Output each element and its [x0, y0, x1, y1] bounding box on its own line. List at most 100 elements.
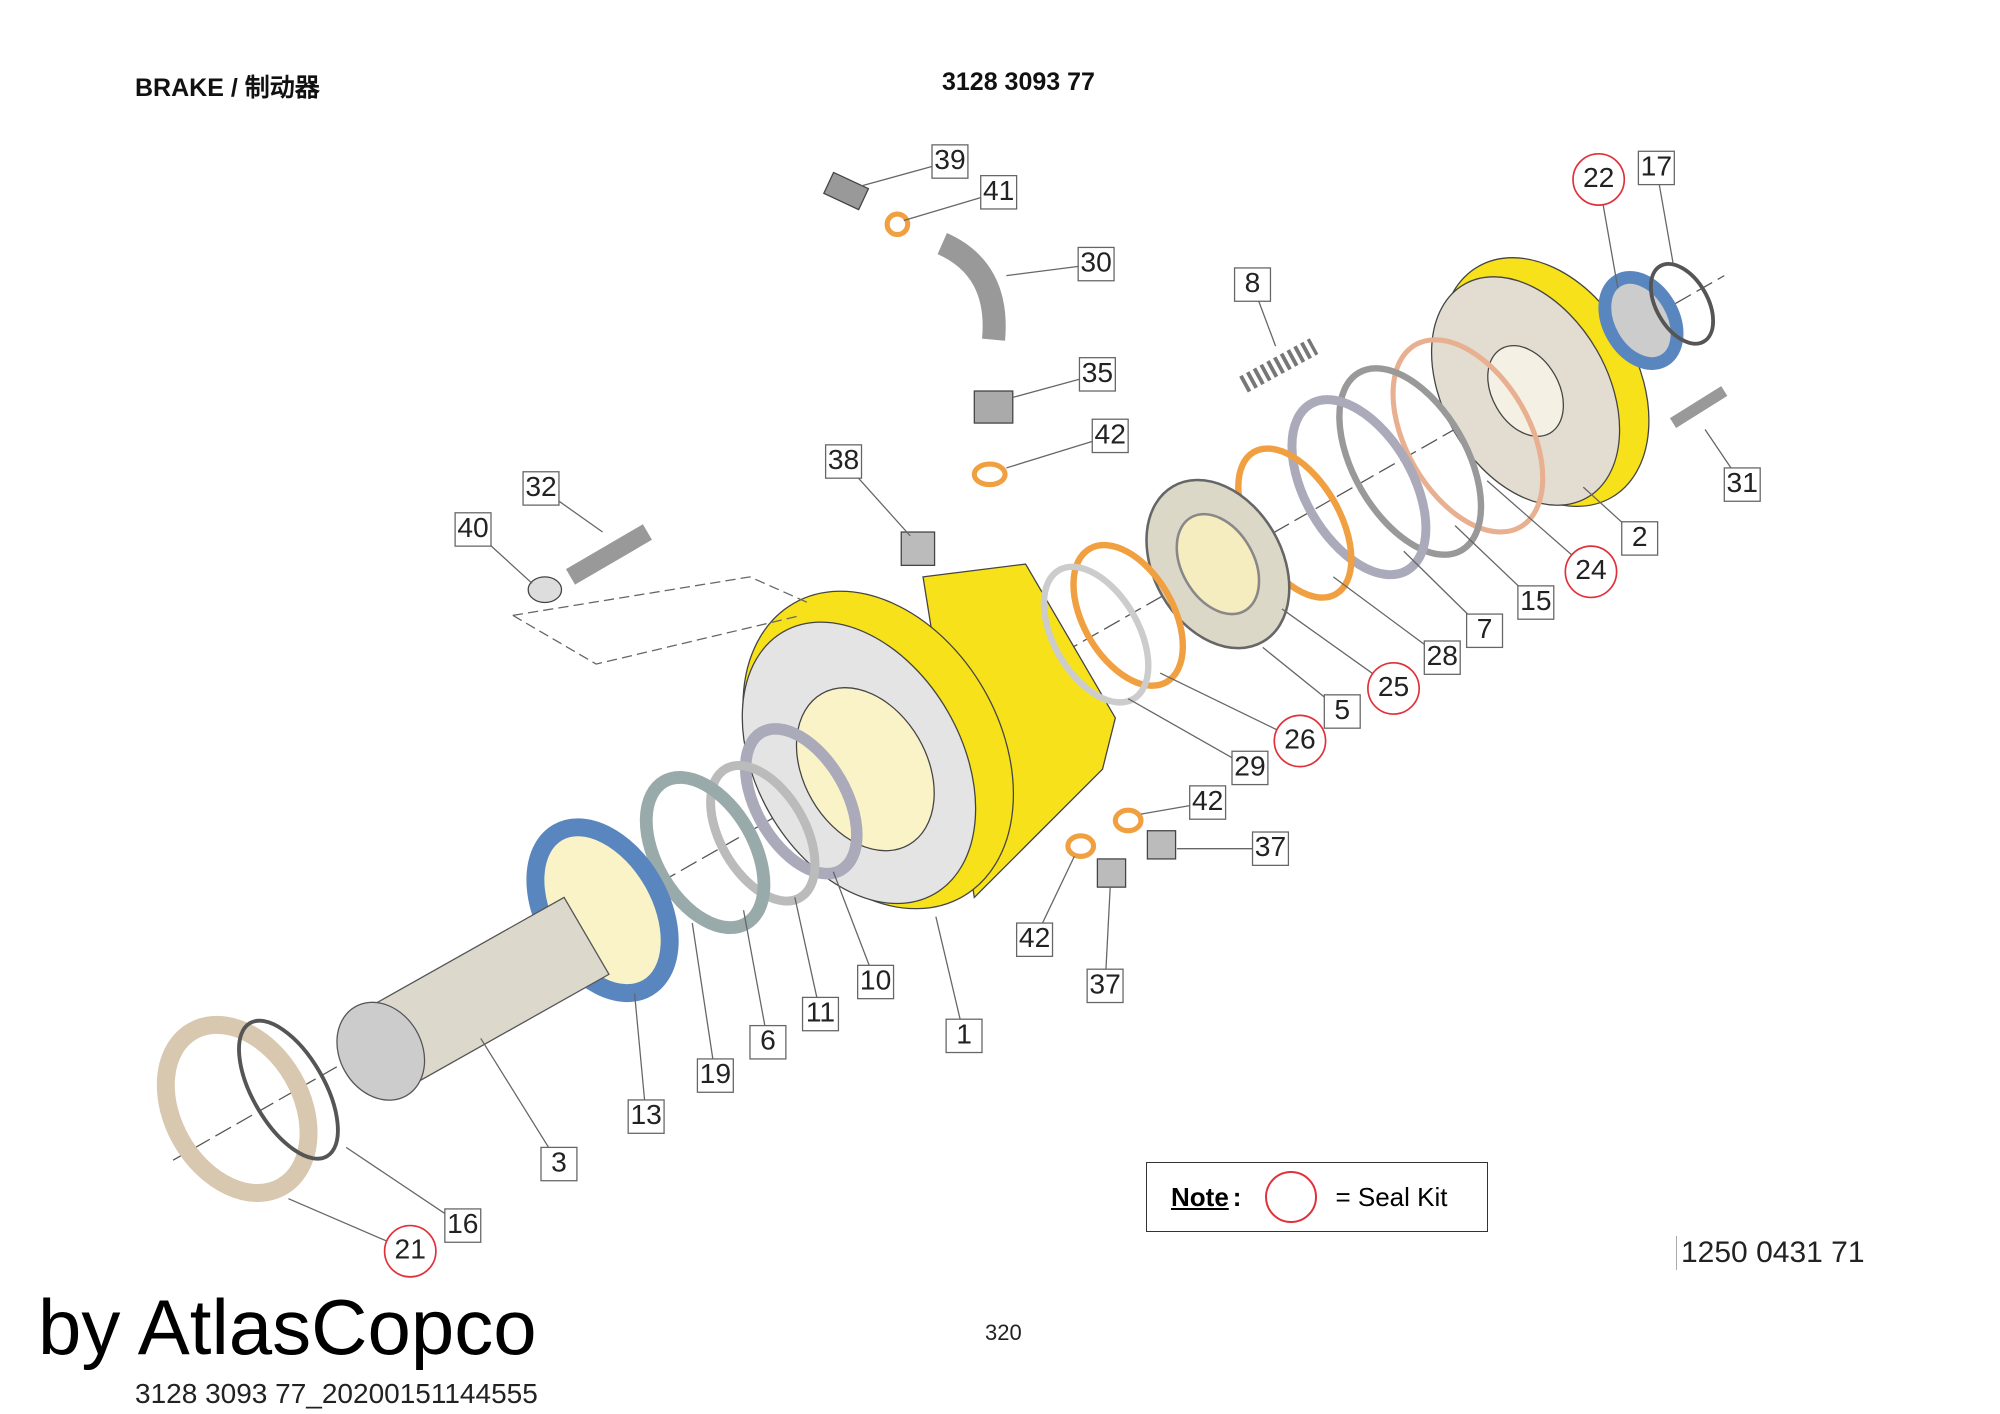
part-callout-32: 32 [525, 470, 556, 502]
label-backdrop [945, 1018, 983, 1054]
seal-kit-circle-icon [1572, 153, 1626, 206]
label-backdrop [454, 512, 492, 547]
seal-21 [156, 1015, 318, 1202]
ring-29 [1040, 563, 1152, 706]
legend-note: Note : = Seal Kit [1146, 1162, 1488, 1232]
part-callout-41: 41 [983, 174, 1014, 206]
label-backdrop [1091, 418, 1129, 454]
ring-15 [1336, 365, 1485, 558]
label-backdrop [1189, 785, 1227, 820]
part-callout-39: 39 [934, 143, 965, 175]
note-colon: : [1232, 1181, 1242, 1212]
part-callout-19: 19 [700, 1057, 731, 1089]
part-callout-35: 35 [1082, 356, 1113, 388]
part-callout-28: 28 [1427, 639, 1458, 671]
label-backdrop [1465, 613, 1504, 649]
leader-line [794, 897, 822, 1015]
part-callout-29: 29 [1234, 749, 1265, 781]
part-callout-11: 11 [806, 996, 835, 1028]
part-callout-31: 31 [1727, 466, 1758, 498]
drawing-part-number: 1250 0431 71 [1676, 1236, 1865, 1270]
plug-37b [1096, 858, 1127, 888]
label-backdrop [1078, 357, 1116, 392]
label-backdrop [1423, 640, 1461, 675]
seal-kit-circle-icon [1265, 1171, 1318, 1223]
part-callout-30: 30 [1080, 246, 1111, 278]
washer-42 [971, 461, 1008, 488]
part-callout-13: 13 [630, 1098, 661, 1130]
washer-42c [1065, 833, 1097, 859]
spring-8 [1239, 338, 1319, 393]
bearing-22 [1598, 271, 1684, 370]
fitting-39 [822, 171, 870, 211]
leader-line [345, 1146, 464, 1227]
bolt-32 [565, 524, 652, 585]
part-callout-2: 2 [1632, 520, 1648, 552]
label-backdrop [522, 471, 560, 506]
label-backdrop [1517, 585, 1555, 620]
seal-kit-circle-icon [1564, 545, 1618, 599]
piston-bore [1175, 512, 1261, 616]
label-backdrop [1723, 467, 1761, 502]
label-backdrop [824, 444, 863, 479]
washer-40 [527, 576, 563, 604]
part-callout-8: 8 [1245, 266, 1261, 298]
brake-housing [741, 563, 1117, 910]
watermark: by AtlasCopco [38, 1283, 537, 1371]
part-callout-17: 17 [1641, 149, 1672, 181]
label-backdrop [696, 1058, 734, 1093]
part-callout-7: 7 [1477, 612, 1493, 644]
disc-10 [739, 723, 863, 880]
part-callout-3: 3 [551, 1146, 567, 1178]
label-backdrop [749, 1024, 787, 1060]
part-callout-42: 42 [1019, 921, 1050, 953]
seal-kit-circle-icon [383, 1224, 437, 1278]
part-callout-6: 6 [760, 1024, 776, 1056]
part-callout-38: 38 [828, 443, 859, 475]
label-backdrop [1323, 694, 1361, 729]
page-number: 320 [985, 1320, 1022, 1345]
leader-line [480, 1038, 560, 1165]
leader-line [935, 916, 965, 1037]
leader-line [691, 922, 716, 1076]
note-text: = Seal Kit [1335, 1181, 1448, 1212]
part-callout-40: 40 [457, 511, 488, 543]
leader-line [742, 910, 769, 1043]
shaft [336, 896, 610, 1101]
oring-26 [1070, 541, 1187, 689]
label-backdrop [1637, 150, 1675, 186]
part-callout-21: 21 [395, 1233, 426, 1265]
label-backdrop [1231, 750, 1269, 786]
leader-line [633, 993, 647, 1117]
part-callout-24: 24 [1575, 553, 1606, 585]
part-callout-37: 37 [1089, 967, 1120, 999]
label-backdrop [1233, 267, 1272, 302]
part-callout-37: 37 [1255, 830, 1286, 862]
footer-code: 3128 3093 77_20200151144555 [135, 1378, 538, 1409]
note-label: Note [1171, 1181, 1229, 1212]
label-backdrop [627, 1099, 665, 1134]
ring-7 [1287, 395, 1431, 580]
plug-37 [1146, 830, 1177, 860]
washer-42b [1112, 807, 1144, 834]
plug-38 [900, 531, 936, 567]
part-callout-42: 42 [1095, 417, 1126, 449]
circlip-17 [1648, 262, 1716, 346]
part-callout-10: 10 [860, 963, 891, 995]
bolt-guide [512, 576, 808, 665]
leader-line [1127, 698, 1251, 769]
label-backdrop [931, 144, 969, 179]
label-backdrop [1086, 968, 1124, 1004]
label-backdrop [980, 174, 1018, 210]
label-backdrop [1077, 246, 1115, 282]
seal-kit-circle-icon [1273, 714, 1327, 768]
label-backdrop [444, 1208, 482, 1243]
part-callout-26: 26 [1284, 722, 1315, 754]
plug-35 [973, 390, 1014, 424]
disc-11 [706, 761, 820, 906]
bolt-31 [1669, 386, 1728, 428]
assembly-code: 3128 3093 77 [942, 68, 1095, 96]
part-callout-22: 22 [1583, 161, 1614, 193]
label-backdrop [540, 1146, 578, 1182]
